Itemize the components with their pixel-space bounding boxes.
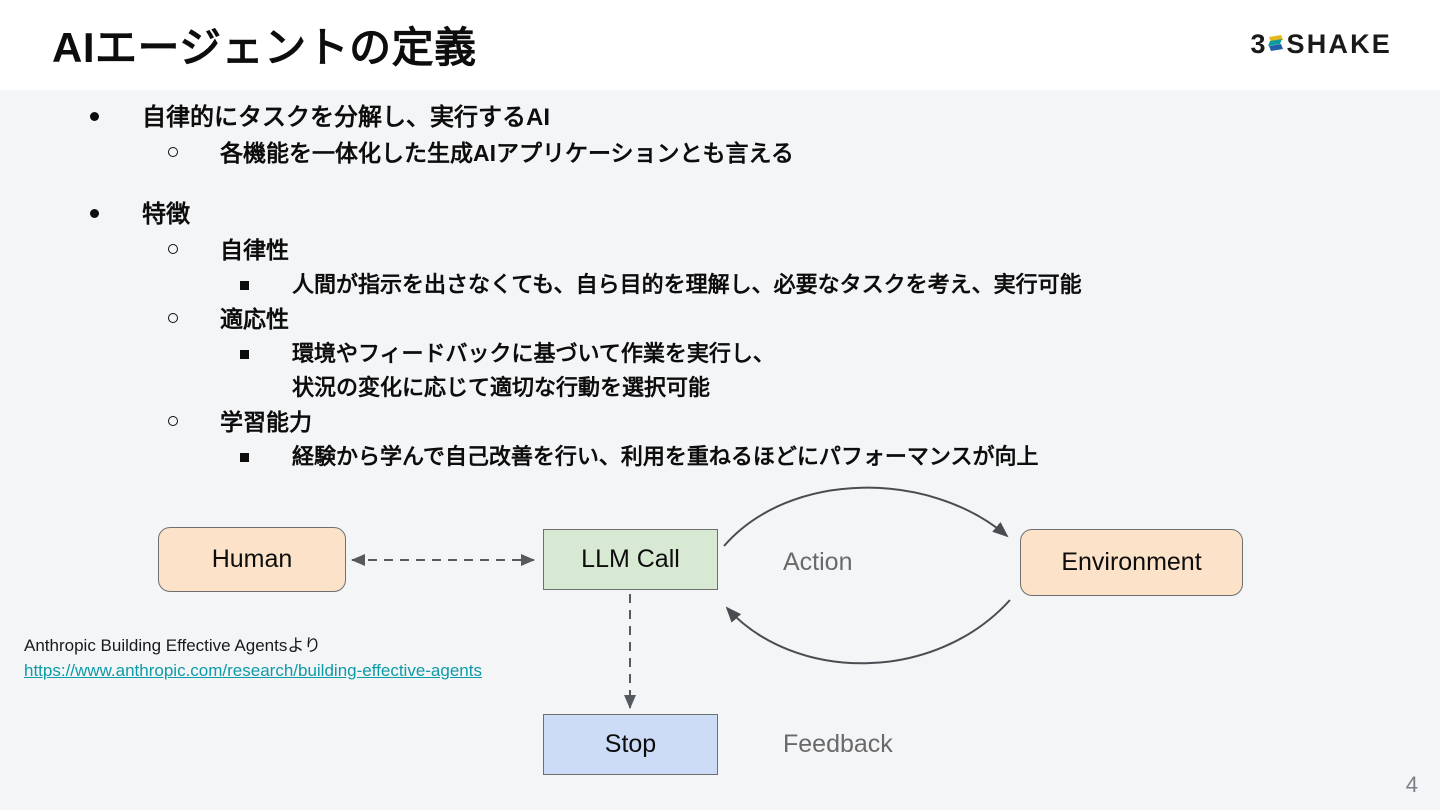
bullet-item-4: 自律性 (0, 233, 1440, 268)
page-title: AIエージェントの定義 (52, 24, 477, 71)
bullet-spacer (0, 171, 1440, 197)
bullet-marker-disc (90, 100, 142, 136)
bullet-marker-circle (168, 302, 220, 337)
bullet-text: 環境やフィードバックに基づいて作業を実行し、 (292, 341, 775, 366)
bullet-text: 学習能力 (220, 409, 312, 435)
diagram-node-label: Environment (1061, 548, 1202, 576)
diagram-node-human[interactable]: Human (158, 527, 346, 592)
bullet-item-2: 各機能を一体化した生成AIアプリケーションとも言える (0, 136, 1440, 171)
edge-label-action: Action (783, 548, 853, 576)
bullet-marker-circle (168, 233, 220, 268)
bullet-item-8: 学習能力 (0, 405, 1440, 440)
bullet-item-9: 経験から学んで自己改善を行い、利用を重ねるほどにパフォーマンスが向上 (0, 440, 1440, 474)
bullet-item-6: 適応性 (0, 302, 1440, 337)
page-number: 4 (1405, 772, 1418, 797)
bullet-marker-square (240, 268, 292, 302)
citation-source: Anthropic Building Effective Agentsより (24, 636, 322, 655)
logo-suffix-text: SHAKE (1286, 28, 1392, 59)
bullet-text: 特徴 (142, 201, 190, 228)
bullet-marker-square (240, 337, 292, 371)
citation: Anthropic Building Effective Agentsより ht… (24, 633, 482, 683)
bullet-text: 各機能を一体化した生成AIアプリケーションとも言える (220, 140, 794, 166)
bullet-item-1: 自律的にタスクを分解し、実行するAI (0, 100, 1440, 136)
bullet-item-5: 人間が指示を出さなくても、自ら目的を理解し、必要なタスクを考え、実行可能 (0, 268, 1440, 302)
diagram-node-llm-call[interactable]: LLM Call (543, 529, 718, 590)
diagram-node-label: Stop (604, 730, 657, 758)
edge-label-feedback: Feedback (783, 730, 893, 758)
diagram-node-environment[interactable]: Environment (1020, 529, 1243, 596)
bullet-text: 適応性 (220, 306, 289, 332)
edge-feedback (725, 599, 1011, 665)
diagram-node-stop[interactable]: Stop (543, 714, 718, 775)
bullet-text: 自律的にタスクを分解し、実行するAI (142, 104, 550, 131)
bullet-text: 人間が指示を出さなくても、自ら目的を理解し、必要なタスクを考え、実行可能 (292, 272, 1082, 297)
bullet-list: 自律的にタスクを分解し、実行するAI 各機能を一体化した生成AIアプリケーション… (0, 100, 1440, 474)
bullet-item-7: 環境やフィードバックに基づいて作業を実行し、 状況の変化に応じて適切な行動を選択… (0, 337, 1440, 405)
diagram-node-label: Human (211, 545, 293, 573)
bullet-text: 経験から学んで自己改善を行い、利用を重ねるほどにパフォーマンスが向上 (292, 444, 1039, 469)
diagram-node-label: LLM Call (581, 545, 680, 573)
bullet-text-block: 環境やフィードバックに基づいて作業を実行し、 状況の変化に応じて適切な行動を選択… (292, 337, 1440, 405)
logo-prefix-text: 3 (1250, 28, 1266, 59)
bullet-text-continuation: 状況の変化に応じて適切な行動を選択可能 (292, 375, 711, 400)
bullet-marker-square (240, 440, 292, 474)
bullet-marker-circle (168, 136, 220, 171)
bullet-marker-disc (90, 197, 142, 233)
layers-logo-icon (1267, 33, 1285, 55)
slide-header: AIエージェントの定義 3 SHAKE (0, 0, 1440, 90)
edge-action (723, 486, 1009, 547)
citation-link[interactable]: https://www.anthropic.com/research/build… (24, 661, 482, 680)
bullet-text: 自律性 (220, 237, 289, 263)
bullet-item-3: 特徴 (0, 197, 1440, 233)
bullet-marker-circle (168, 405, 220, 440)
brand-logo: 3 SHAKE (1250, 27, 1392, 61)
